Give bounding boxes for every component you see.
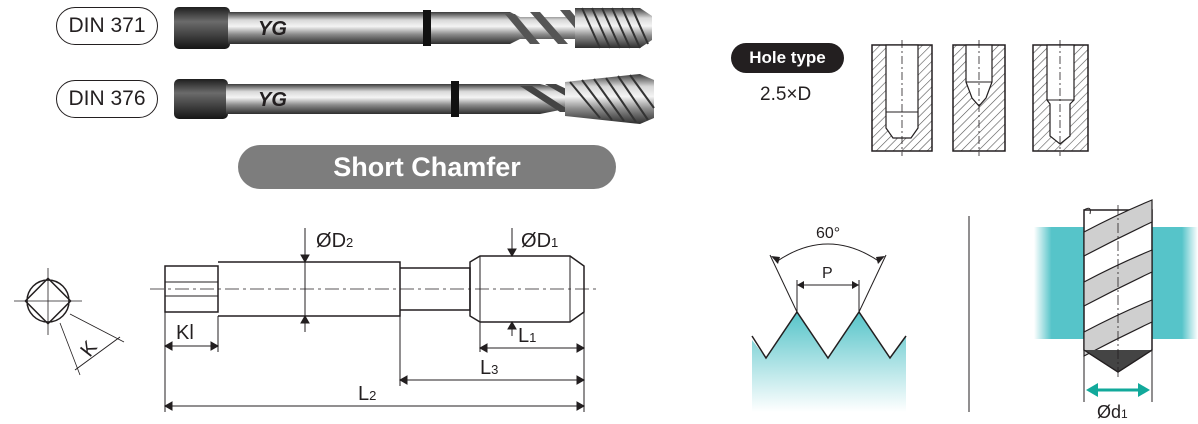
tool-din-376: YG [174,74,655,124]
tool-din-371: YG [174,7,652,49]
thread-angle-label: 60° [816,225,840,242]
dim-d1-label: ØD1 [521,230,558,252]
dim-k-label: K [76,336,102,361]
din-376-badge: DIN 376 [56,80,158,118]
din-371-badge: DIN 371 [56,7,158,45]
dim-l2-label: L2 [358,383,376,405]
square-end-view [14,268,125,376]
short-chamfer-label: Short Chamfer [238,145,616,189]
dim-l1-label: L1 [518,325,536,347]
dim-kl-label: Kl [176,322,194,344]
flute-diameter-label: Ød1 [1097,402,1128,422]
tap-side-view [150,255,600,323]
dim-l3-label: L3 [480,357,498,379]
flute-diagram [1034,199,1198,402]
hole-type-badge: Hole type [731,43,844,73]
tool-logo-2: YG [258,89,287,111]
hole-depth-text: 2.5×D [760,84,812,105]
hole-blind-tapered [952,40,1006,156]
dimension-lines [163,228,586,412]
hole-blind-deep [1032,40,1089,156]
tool-logo-1: YG [258,18,287,40]
dim-d2-label: ØD2 [316,230,353,252]
hole-blind-chamfer [871,40,933,156]
thread-profile [751,243,907,412]
thread-pitch-label: P [822,265,833,282]
